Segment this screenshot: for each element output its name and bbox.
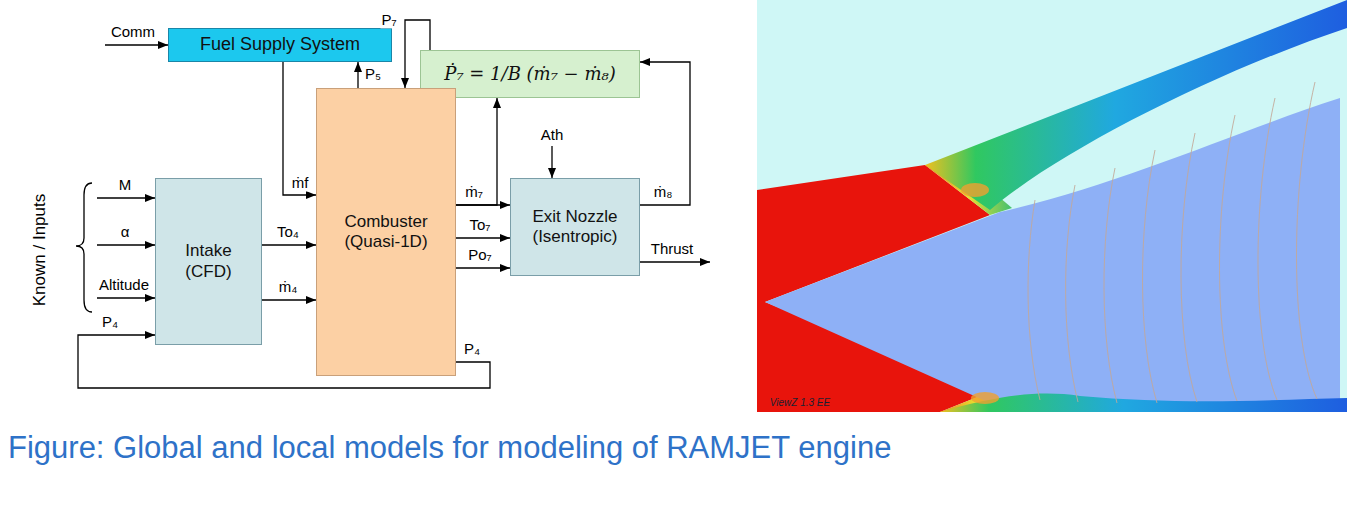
wave-line [1066, 185, 1078, 402]
signal-label: ṁ₇ [464, 183, 484, 200]
signal-label: P₄ [463, 340, 481, 357]
signal-label: Altitude [98, 276, 150, 293]
command-arrow [105, 44, 168, 45]
wave-line [1219, 115, 1237, 401]
figure-caption: Figure: Global and local models for mode… [8, 429, 891, 466]
model-box: Combuster (Quasi-1D) [316, 88, 456, 376]
input-arrow [97, 244, 155, 245]
wave-line [1028, 200, 1040, 400]
model-box: Exit Nozzle (Isentropic) [510, 178, 640, 276]
cfd-background [757, 0, 1347, 412]
box-text: Intake (CFD) [174, 241, 244, 282]
signal-label: α [120, 223, 131, 240]
model-box: Intake (CFD) [155, 178, 262, 345]
input-arrow [97, 297, 155, 298]
signal-connector [456, 204, 510, 205]
signal-label: Ath [540, 126, 565, 143]
wave-line [1181, 133, 1197, 402]
input-brace [76, 183, 92, 312]
box-text: Ṗ₇ = 1/B (ṁ₇ − ṁ₈) [444, 63, 615, 85]
upper-cowl [925, 0, 1347, 210]
signal-label: ṁf [291, 174, 310, 191]
input-arrow [97, 197, 155, 198]
box-text: Fuel Supply System [200, 34, 360, 56]
wave-line [1258, 98, 1277, 400]
signal-label: M [118, 176, 133, 193]
pressure-waves [1028, 82, 1317, 403]
signal-connector [640, 62, 690, 205]
signal-label: Po₇ [467, 246, 493, 263]
box-text: Exit Nozzle (Isentropic) [525, 207, 625, 248]
signal-label: To₄ [276, 223, 300, 240]
signal-label: ṁ₈ [653, 183, 674, 200]
signal-label: Thrust [650, 240, 695, 257]
input-group-label: Known / Inputs [30, 193, 50, 307]
signal-label: P₅ [364, 65, 382, 82]
thrust-arrow [640, 261, 710, 262]
wave-line [1104, 168, 1117, 403]
signal-connector [456, 237, 510, 238]
signal-label: P₄ [101, 313, 119, 330]
signal-connector [456, 98, 497, 205]
signal-label: ṁ₄ [278, 278, 299, 295]
signal-connector [283, 62, 316, 195]
signal-label: To₇ [469, 216, 492, 233]
signal-connector [262, 299, 316, 300]
signal-connector [456, 267, 510, 268]
shock-spot [961, 183, 989, 197]
signal-label: Comm [110, 23, 156, 40]
signal-connector [357, 62, 358, 88]
box-text: Combuster (Quasi-1D) [331, 212, 441, 253]
wave-line [1142, 150, 1157, 403]
signal-label: P₇ [380, 11, 397, 28]
throat-area-arrow [551, 146, 552, 178]
watermark: ViewZ 1.3 EE [769, 397, 831, 409]
wave-line [1296, 82, 1317, 399]
shock-spot [971, 392, 999, 404]
system-box: Fuel Supply System [168, 28, 392, 62]
signal-connector [262, 244, 316, 245]
lower-cowl [940, 394, 1347, 412]
